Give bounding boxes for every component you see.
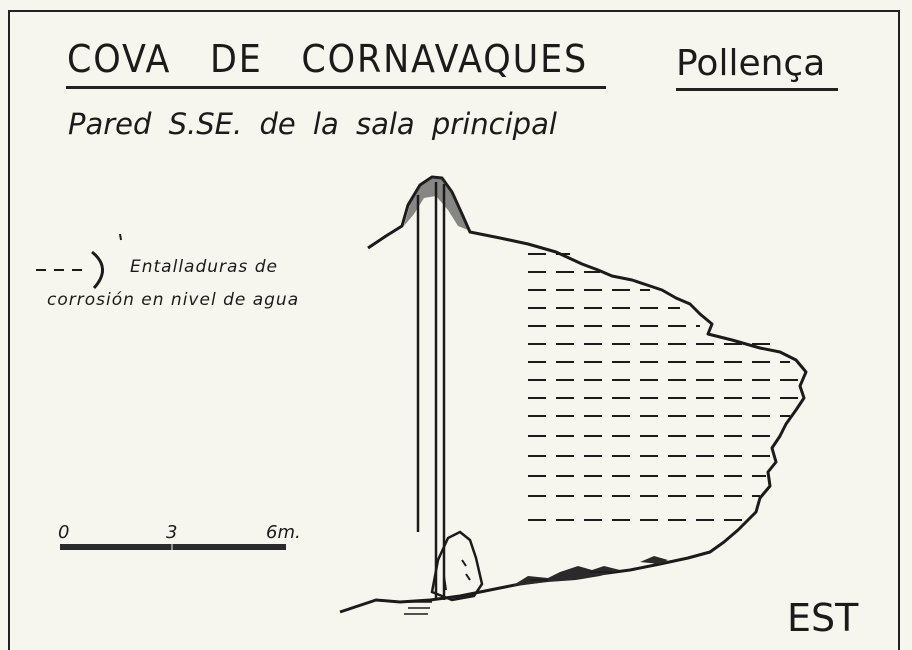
scale-label-6: 6m.	[266, 522, 301, 543]
drawing-frame	[8, 10, 900, 650]
stalagmite-rock	[430, 530, 484, 602]
cave-wall-outline	[339, 175, 808, 614]
title-underline	[66, 86, 606, 89]
floor-deposit	[512, 566, 620, 586]
ceiling-knob	[404, 177, 468, 230]
rock-texture	[443, 559, 471, 591]
legend-symbol	[36, 233, 122, 290]
legend-text-line2: corrosión en nivel de agua	[47, 290, 300, 310]
section-subtitle: Pared S.SE. de la sala principal	[68, 107, 557, 141]
orientation-label: EST	[787, 596, 859, 640]
scale-bar	[60, 544, 286, 550]
legend-text-line1: Entalladuras de	[130, 257, 278, 277]
floor-deposit-right	[640, 556, 668, 564]
floor-pool-lines	[404, 571, 612, 615]
place-underline	[676, 88, 838, 91]
stalactite-column	[416, 182, 446, 600]
scale-label-0: 0	[58, 522, 70, 543]
cave-title: COVA DE CORNAVAQUES	[67, 37, 589, 81]
place-name: Pollença	[676, 43, 826, 84]
scale-label-3: 3	[166, 522, 178, 543]
corrosion-notch-lines	[528, 253, 800, 521]
